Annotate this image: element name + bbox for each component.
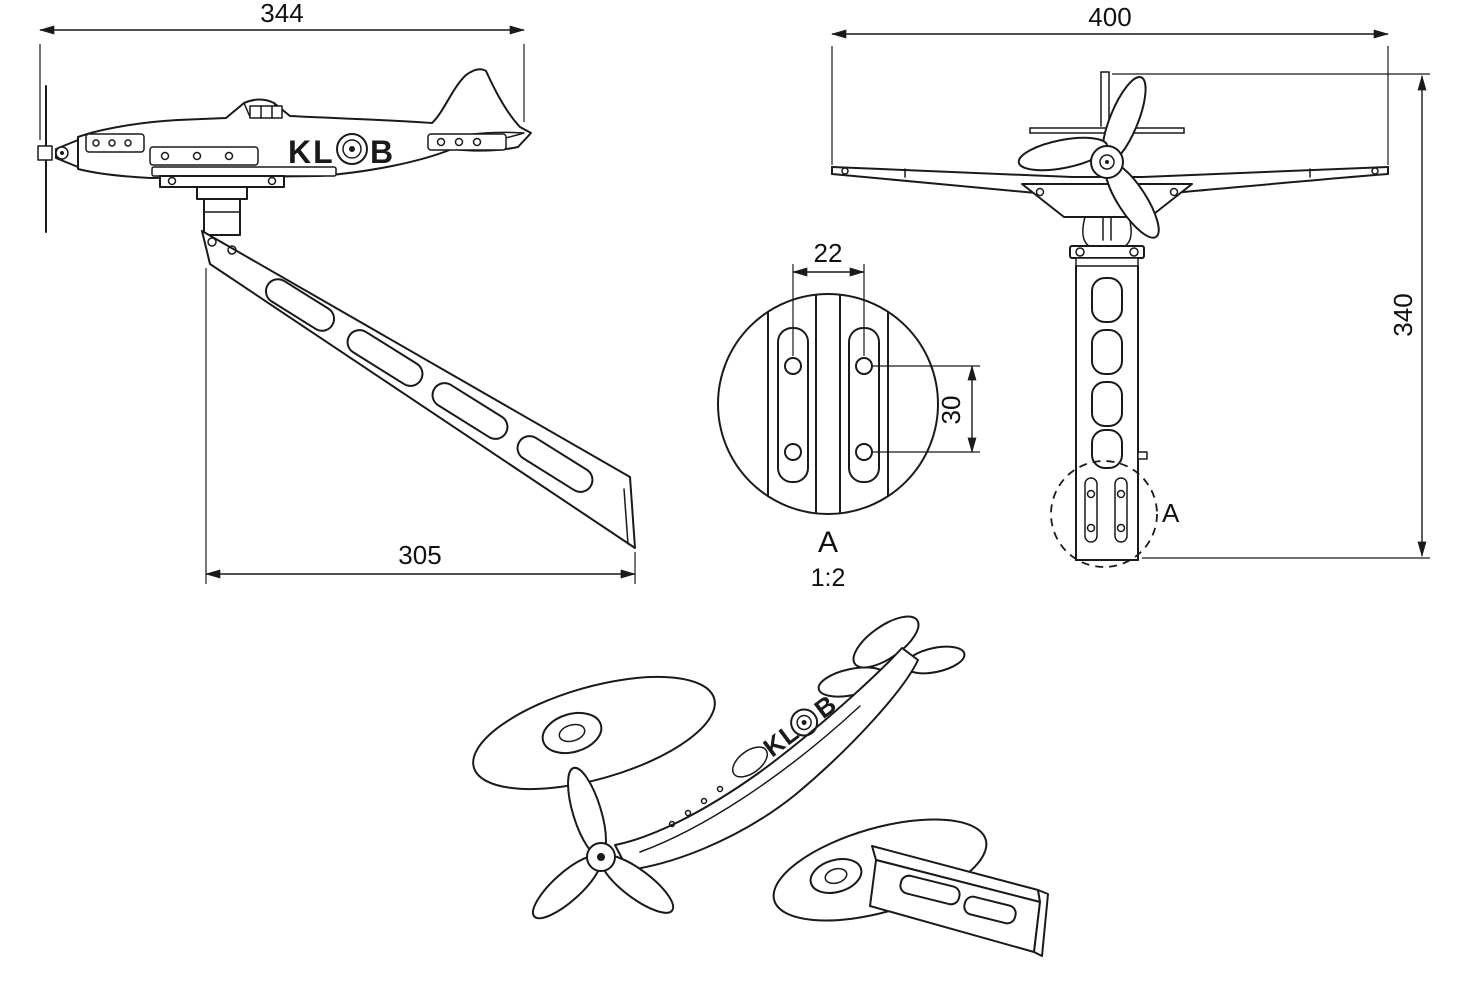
side-mount-arm xyxy=(159,175,636,549)
front-view: 400 xyxy=(830,2,1430,568)
side-propeller xyxy=(37,85,79,233)
side-fuselage xyxy=(77,68,532,179)
side-marking-left: KL xyxy=(288,134,335,170)
detail-scale: 1:2 xyxy=(811,564,846,592)
iso-propeller xyxy=(531,766,675,920)
dimension-hole-spacing-horizontal: 22 xyxy=(791,238,866,356)
dim-arm-length-value: 305 xyxy=(398,540,441,570)
dim-hole-spacing-v-value: 30 xyxy=(936,396,966,425)
front-mount-column xyxy=(1021,183,1193,561)
roundel-icon xyxy=(336,133,368,165)
dim-hole-spacing-h-value: 22 xyxy=(814,238,843,268)
front-propeller xyxy=(1017,76,1160,239)
dimension-overall-height: 340 xyxy=(1112,73,1430,559)
side-marking-right: B xyxy=(370,134,395,170)
detail-callout-label: A xyxy=(1162,498,1180,528)
detail-callout: A xyxy=(1050,460,1180,568)
dimension-hole-spacing-vertical: 30 xyxy=(872,364,980,454)
dim-wingspan-value: 400 xyxy=(1088,2,1131,32)
iso-mount-arm xyxy=(869,845,1049,957)
roundel-icon xyxy=(790,708,819,737)
dim-overall-length-value: 344 xyxy=(260,0,303,28)
detail-plates xyxy=(767,294,889,514)
detail-view: 22 30 A 1:2 xyxy=(717,238,980,592)
iso-fuselage xyxy=(614,647,919,871)
iso-left-wing xyxy=(472,675,716,791)
isometric-view: KL B xyxy=(472,615,1049,957)
iso-canopy xyxy=(731,746,769,778)
side-view: 344 KL xyxy=(37,0,637,584)
detail-label: A xyxy=(818,526,838,559)
dim-overall-height-value: 340 xyxy=(1388,293,1418,336)
dimension-overall-length: 344 xyxy=(38,0,526,140)
side-canopy-frame xyxy=(249,105,283,119)
side-fuselage-marking: KL B xyxy=(288,133,395,170)
dimension-wingspan: 400 xyxy=(830,2,1390,165)
dimension-arm-length: 305 xyxy=(204,268,637,584)
